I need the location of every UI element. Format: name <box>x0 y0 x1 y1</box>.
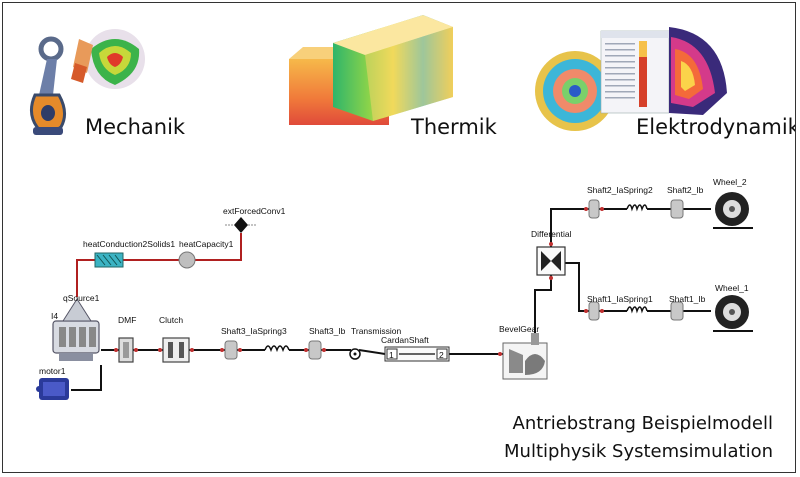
cardan-port-2: 2 <box>439 350 444 360</box>
label-qsource: qSource1 <box>63 293 100 303</box>
shaft1-inertia[interactable] <box>588 301 600 321</box>
wheel2-block[interactable] <box>713 192 753 229</box>
label-shaft1-ib: Shaft1_Ib <box>669 294 706 304</box>
label-clutch: Clutch <box>159 315 183 325</box>
motor-block[interactable] <box>36 378 69 400</box>
connecting-rod-fea-icon <box>30 29 145 135</box>
label-shaft3-spring: Shaft3_IaSpring3 <box>221 326 287 336</box>
label-heat-capacity: heatCapacity1 <box>179 239 234 249</box>
heat-connections <box>76 233 242 297</box>
label-cardan: CardanShaft <box>381 335 429 345</box>
label-engine: I4 <box>51 311 58 321</box>
label-transmission: Transmission <box>351 326 401 336</box>
shaft3-inertia[interactable] <box>224 340 238 360</box>
caption-line-1: Antriebstrang Beispielmodell <box>512 413 773 434</box>
label-motor: motor1 <box>39 366 66 376</box>
bevel-gear-block[interactable] <box>502 333 548 380</box>
label-shaft1-spring: Shaft1_IaSpring1 <box>587 294 653 304</box>
shaft1-spring[interactable] <box>626 306 648 314</box>
differential-block[interactable] <box>536 246 566 276</box>
wheel1-block[interactable] <box>713 295 753 332</box>
label-differential: Differential <box>531 229 572 239</box>
label-shaft2-ib: Shaft2_Ib <box>667 185 704 195</box>
dmf-block[interactable] <box>118 337 134 363</box>
label-shaft3-ib: Shaft3_Ib <box>309 326 346 336</box>
label-heat-conduction: heatConduction2Solids1 <box>83 239 175 249</box>
label-ext-conv: extForcedConv1 <box>223 206 286 216</box>
shaft2-inertia[interactable] <box>588 199 600 219</box>
label-wheel1: Wheel_1 <box>715 283 749 293</box>
cardan-shaft-block[interactable] <box>384 346 450 362</box>
heat-conduction-block[interactable] <box>94 252 124 268</box>
heat-distribution-block-icon <box>289 15 453 125</box>
label-shaft2-spring: Shaft2_IaSpring2 <box>587 185 653 195</box>
shaft3-ib[interactable] <box>308 340 322 360</box>
ext-forced-convection-block[interactable] <box>225 217 257 233</box>
category-label-mechanics: Mechanik <box>85 115 186 139</box>
shaft2-spring[interactable] <box>626 204 648 212</box>
category-label-thermal: Thermik <box>411 115 497 139</box>
cardan-port-1: 1 <box>389 350 394 360</box>
label-wheel2: Wheel_2 <box>713 177 747 187</box>
heat-capacity-block[interactable] <box>178 251 196 269</box>
engine-block[interactable] <box>52 298 100 361</box>
clutch-block[interactable] <box>162 337 190 363</box>
connector-markers <box>114 207 604 356</box>
model-diagram: motor1 I4 qSource1 heatConduction2Solids… <box>36 177 753 400</box>
shaft1-ib[interactable] <box>670 301 684 321</box>
shaft3-spring[interactable] <box>264 345 290 353</box>
shaft2-ib[interactable] <box>670 199 684 219</box>
caption-line-2: Multiphysik Systemsimulation <box>504 441 773 462</box>
transmission-block[interactable] <box>349 348 361 360</box>
label-bevel: BevelGear <box>499 324 539 334</box>
illustrations <box>30 15 727 135</box>
electric-motor-field-icon <box>535 27 727 131</box>
category-label-electro: Elektrodynamik <box>636 115 796 139</box>
label-dmf: DMF <box>118 315 136 325</box>
